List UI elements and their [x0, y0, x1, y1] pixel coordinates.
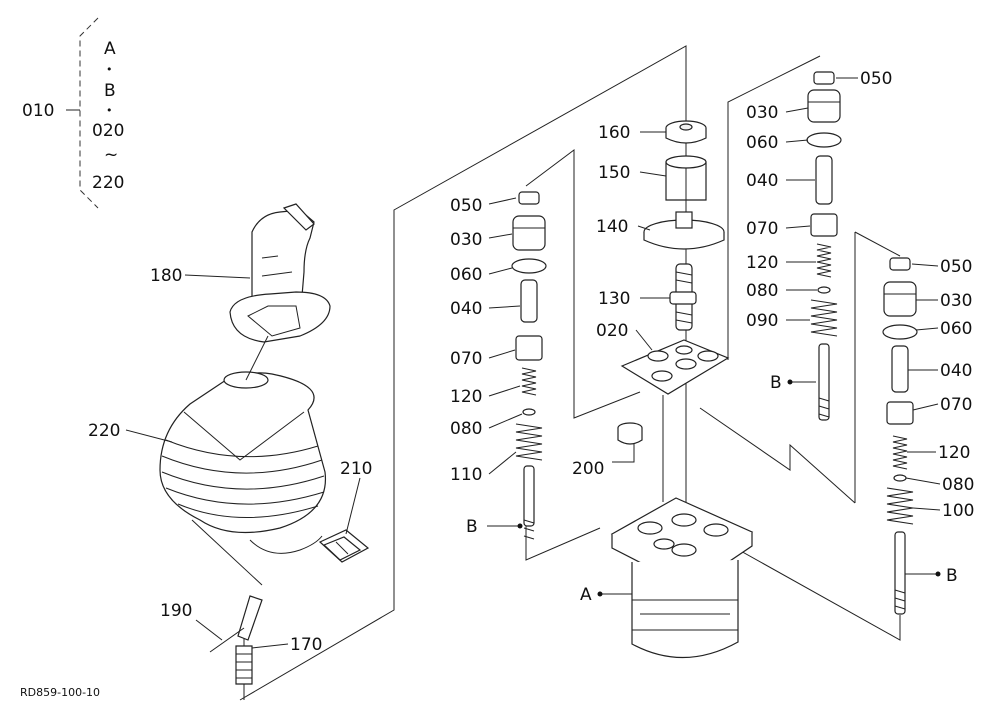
r1-callout-040: 040	[746, 171, 778, 191]
callout-220: 220	[88, 421, 120, 441]
right-piston-column-1	[806, 71, 842, 421]
left-callout-120: 120	[450, 387, 482, 407]
callout-130: 130	[598, 289, 630, 309]
left-callout-070: 070	[450, 349, 482, 369]
lever-grip	[229, 203, 331, 343]
callout-210: 210	[340, 459, 372, 479]
group-tilde: ~	[104, 145, 118, 165]
drawing-code: RD859-100-10	[20, 686, 100, 699]
group-dot-1: •	[106, 63, 113, 76]
left-callout-080: 080	[450, 419, 482, 439]
left-callout-050: 050	[450, 196, 482, 216]
group-bracket-010	[66, 17, 99, 209]
r2-callout-030: 030	[940, 291, 972, 311]
callout-170: 170	[290, 635, 322, 655]
r1-callout-120: 120	[746, 253, 778, 273]
left-piston-column	[511, 191, 547, 540]
group-label-b: B	[104, 81, 116, 101]
group-label-020: 020	[92, 121, 124, 141]
left-callout-060: 060	[450, 265, 482, 285]
r2-callout-060: 060	[940, 319, 972, 339]
r1-callout-090: 090	[746, 311, 778, 331]
r2-callout-b: B	[946, 566, 958, 586]
r1-callout-070: 070	[746, 219, 778, 239]
callout-160: 160	[598, 123, 630, 143]
left-callout-040: 040	[450, 299, 482, 319]
r2-callout-120: 120	[938, 443, 970, 463]
base-callout-a: A	[580, 585, 592, 605]
right-piston-column-2	[882, 257, 918, 615]
left-callout-030: 030	[450, 230, 482, 250]
callout-020: 020	[596, 321, 628, 341]
group-dot-2: •	[106, 104, 113, 117]
callout-150: 150	[598, 163, 630, 183]
callout-140: 140	[596, 217, 628, 237]
r1-callout-080: 080	[746, 281, 778, 301]
r2-callout-050: 050	[940, 257, 972, 277]
assembly-connector-lines	[191, 45, 901, 701]
r1-callout-b: B	[770, 373, 782, 393]
group-label-a: A	[104, 39, 116, 59]
lever-pin-assembly	[209, 595, 263, 685]
r1-callout-030: 030	[746, 103, 778, 123]
r2-callout-080: 080	[942, 475, 974, 495]
callout-200: 200	[572, 459, 604, 479]
valve-body-base	[610, 497, 754, 659]
connector-plug	[249, 529, 370, 563]
callout-180: 180	[150, 266, 182, 286]
left-callout-b: B	[466, 517, 478, 537]
callout-190: 190	[160, 601, 192, 621]
rubber-boot	[159, 335, 327, 534]
r2-callout-070: 070	[940, 395, 972, 415]
r2-callout-040: 040	[940, 361, 972, 381]
r2-callout-100: 100	[942, 501, 974, 521]
left-callout-110: 110	[450, 465, 482, 485]
r1-callout-050: 050	[860, 69, 892, 89]
callout-010: 010	[22, 101, 54, 121]
group-label-220: 220	[92, 173, 124, 193]
r1-callout-060: 060	[746, 133, 778, 153]
center-stack	[617, 120, 730, 445]
